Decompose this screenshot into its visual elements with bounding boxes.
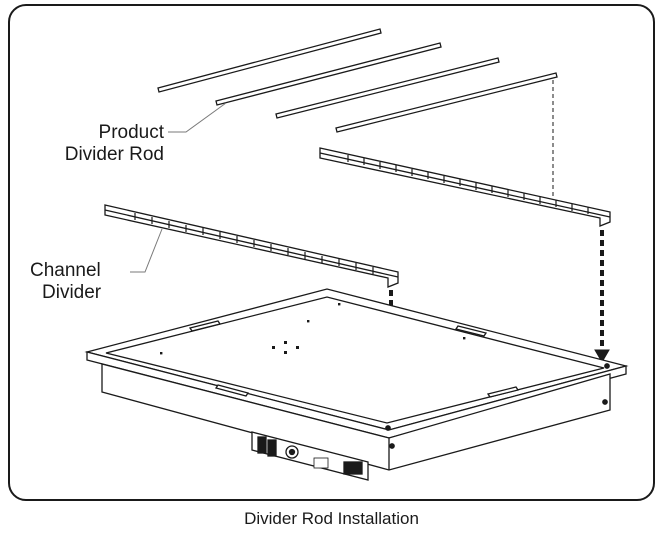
product-rod-leader [168, 102, 227, 133]
figure-caption: Divider Rod Installation [244, 509, 419, 528]
food-well-tray [84, 288, 629, 471]
rear-channel-divider [319, 147, 611, 227]
channel-divider-leader [130, 228, 163, 273]
product-divider-rod [157, 28, 382, 93]
front-channel-divider [104, 204, 399, 288]
product-divider-rod-label: Product Divider Rod [30, 122, 164, 166]
diagram-frame [8, 4, 655, 501]
control-box [251, 431, 369, 481]
product-divider-rod-label-line1: Product [98, 122, 164, 143]
product-divider-rod-label-line2: Divider Rod [64, 144, 164, 165]
channel-divider-label-line1: Channel [30, 260, 101, 281]
product-divider-rod [335, 72, 558, 133]
channel-divider-label-line2: Divider [42, 282, 102, 303]
product-divider-rod [215, 42, 442, 106]
switch-icon [267, 439, 277, 457]
tray-drain-marks [160, 303, 466, 355]
product-divider-rod [275, 57, 500, 119]
switch-icon [257, 436, 267, 454]
leader-lines [130, 102, 227, 273]
channel-divider-label: Channel Divider [30, 260, 127, 304]
product-divider-rods [157, 28, 558, 133]
channel-notches [347, 155, 589, 214]
channel-notches [134, 213, 374, 274]
tray-opening [105, 296, 605, 424]
arrow-rear-head [594, 349, 610, 363]
